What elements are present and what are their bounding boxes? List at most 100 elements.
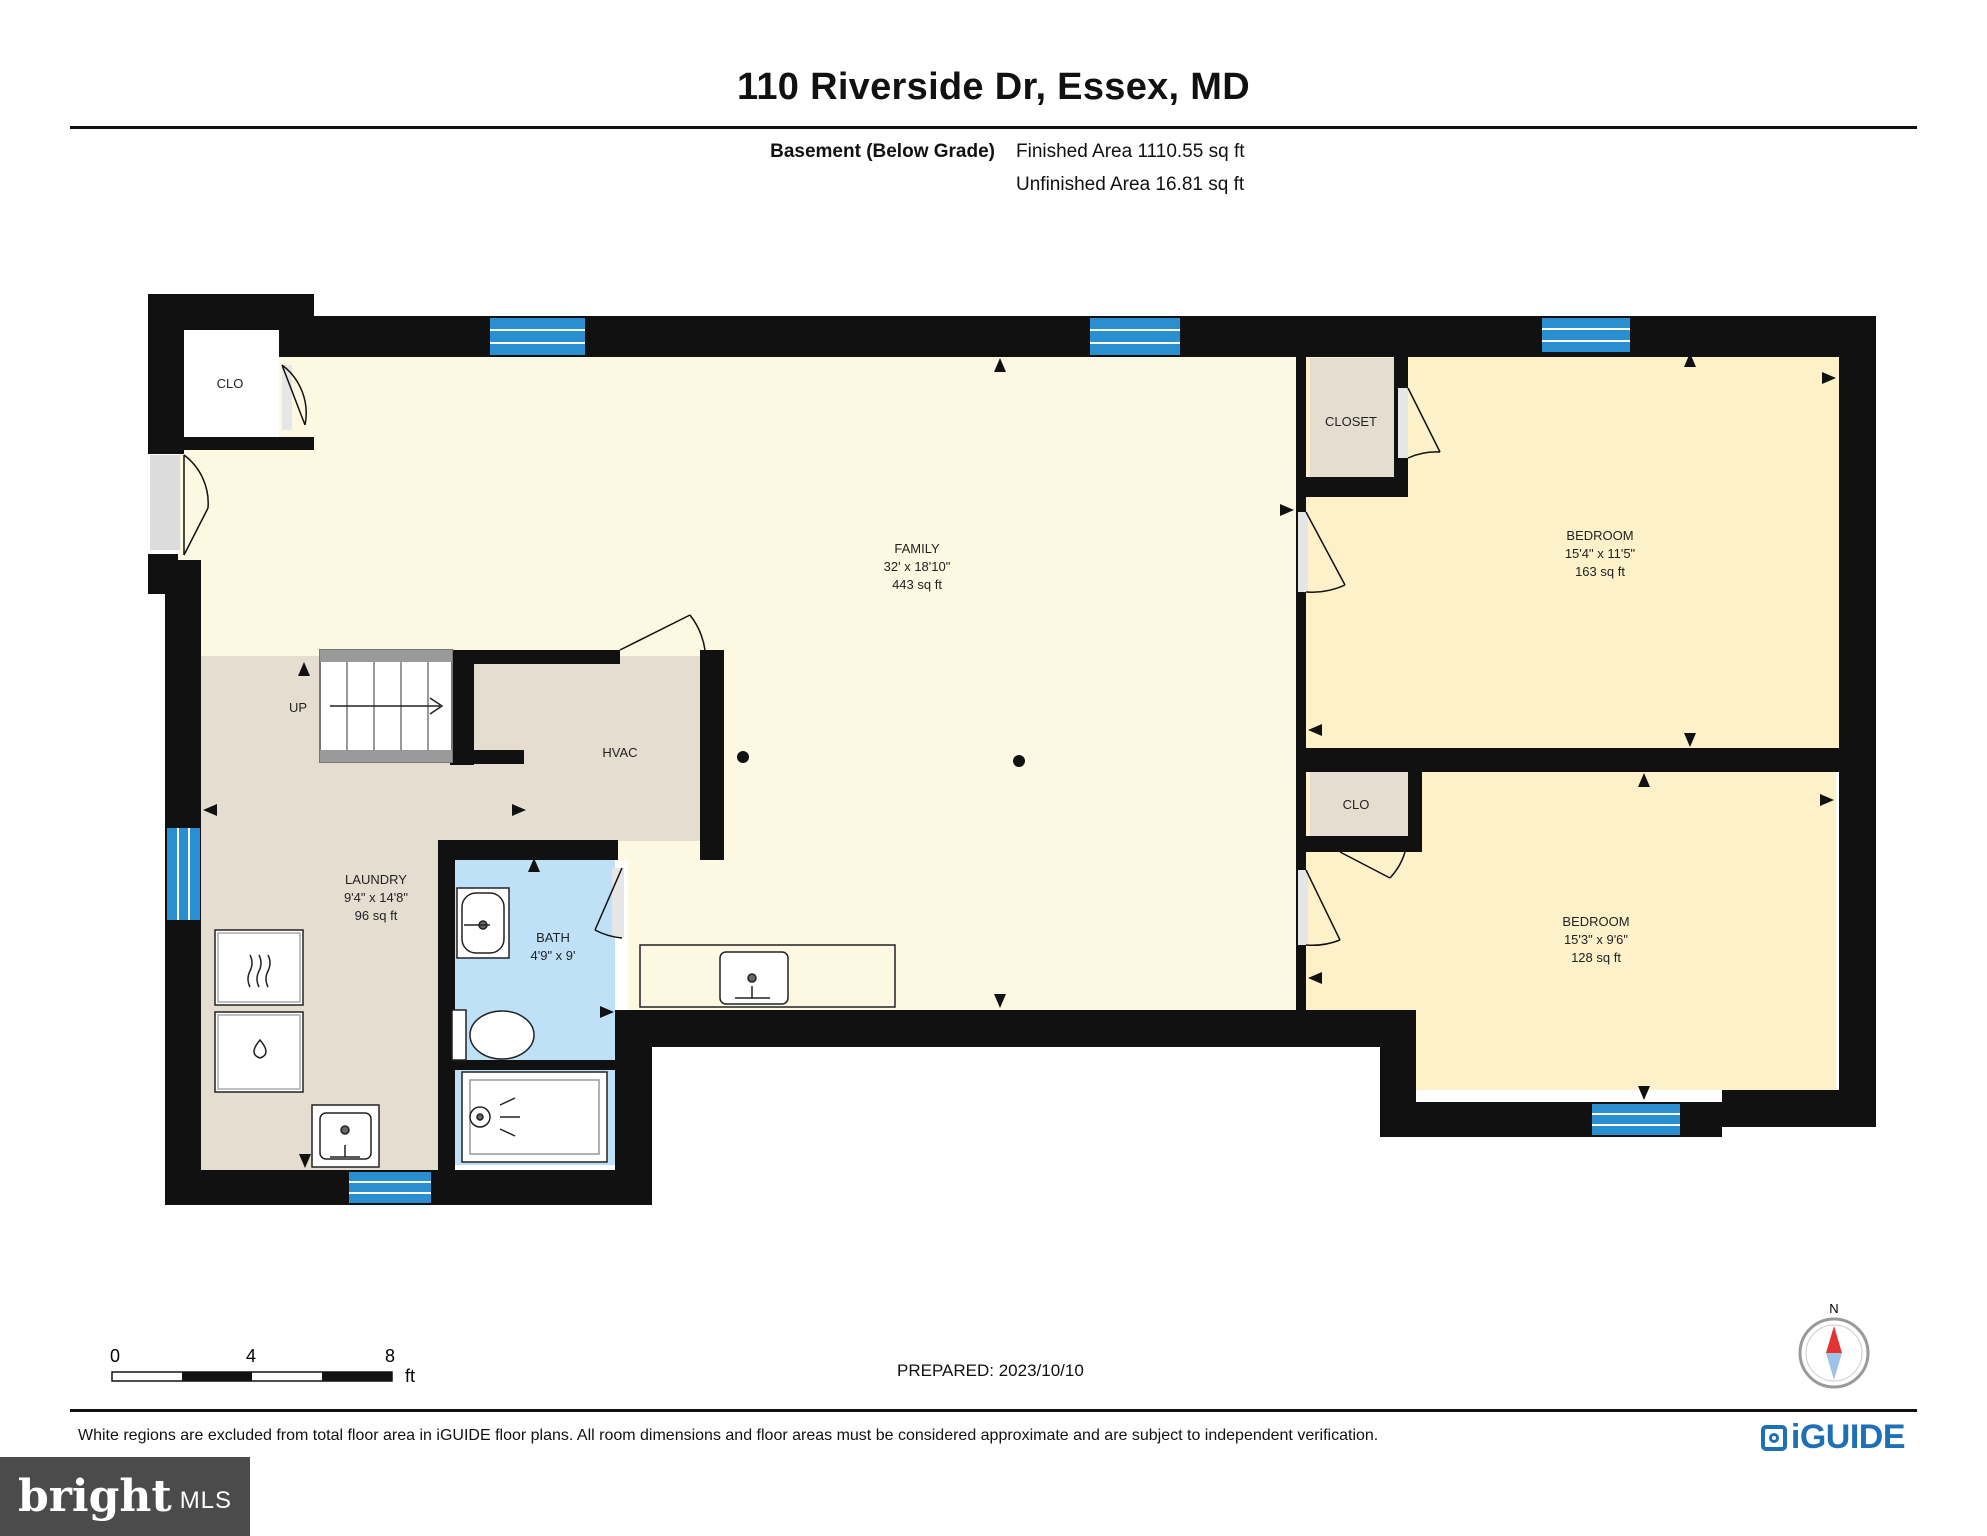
room-name-bedroom1: BEDROOM	[1566, 528, 1633, 543]
footer-disclaimer: White regions are excluded from total fl…	[78, 1427, 1379, 1444]
marker	[1638, 773, 1650, 787]
marker-dot	[737, 751, 749, 763]
closet-bed2-floor	[1310, 772, 1408, 836]
bedroom2-floor	[1306, 772, 1836, 1090]
room-name-clo-top: CLO	[217, 376, 244, 391]
marker	[1308, 724, 1322, 736]
wall	[1296, 836, 1408, 852]
washer	[214, 929, 304, 1006]
doors	[150, 364, 1441, 947]
laundry-floor-upper	[441, 656, 712, 841]
window	[349, 1172, 431, 1203]
window	[1090, 318, 1180, 355]
room-name-clo-mid: CLO	[1343, 797, 1370, 812]
wall	[700, 650, 724, 860]
compass-icon: N	[1798, 1301, 1870, 1389]
laundry-sink	[311, 1104, 380, 1168]
scale-tick-0: 0	[110, 1346, 120, 1366]
footer-rule	[70, 1409, 1917, 1412]
marker	[994, 358, 1006, 372]
marker-dot	[1013, 755, 1025, 767]
room-area-bedroom1: 163 sq ft	[1575, 564, 1625, 579]
marker	[994, 994, 1006, 1008]
unfinished-area: Unfinished Area 16.81 sq ft	[1016, 174, 1245, 195]
window	[167, 828, 200, 920]
room-dims-family: 32' x 18'10"	[884, 559, 951, 574]
scale-tick-4: 4	[246, 1346, 256, 1366]
level-label: Basement (Below Grade)	[770, 141, 995, 162]
wall	[1306, 748, 1876, 772]
marker	[512, 804, 526, 816]
room-name-hvac: HVAC	[602, 745, 637, 760]
window	[1592, 1104, 1680, 1135]
room-dims-bath: 4'9" x 9'	[531, 948, 576, 963]
wall	[455, 1060, 615, 1070]
toilet-icon	[451, 1009, 535, 1061]
room-dims-bedroom2: 15'3" x 9'6"	[1564, 932, 1628, 947]
closet-bed1-floor	[1310, 358, 1394, 486]
marker	[1638, 1086, 1650, 1100]
marker	[1280, 504, 1294, 516]
wall	[1408, 772, 1422, 852]
closet-top-floor	[184, 330, 279, 437]
prepared-date: PREPARED: 2023/10/10	[897, 1361, 1084, 1380]
wall	[1722, 1090, 1876, 1127]
door	[281, 364, 307, 430]
stairs	[319, 649, 453, 763]
door	[1298, 511, 1346, 593]
door	[594, 867, 624, 939]
wall	[148, 294, 184, 454]
wall	[1839, 316, 1876, 1127]
wall	[438, 840, 455, 1170]
mls-word: bright	[17, 1471, 172, 1522]
wall	[450, 750, 524, 764]
room-name-bedroom2: BEDROOM	[1562, 914, 1629, 929]
wall	[450, 650, 474, 765]
scale-tick-8: 8	[385, 1346, 395, 1366]
window	[1542, 318, 1630, 352]
marker	[1822, 372, 1836, 384]
wall	[450, 650, 620, 664]
scale-unit: ft	[405, 1366, 415, 1386]
room-area-laundry: 96 sq ft	[355, 908, 398, 923]
scale-bar: 0 4 8 ft	[110, 1346, 415, 1386]
door	[1398, 387, 1441, 459]
window	[490, 318, 585, 355]
mls-suffix: MLS	[179, 1486, 233, 1514]
mls-badge: bright MLS	[0, 1457, 250, 1536]
wall	[170, 437, 314, 450]
marker	[1820, 794, 1834, 806]
marker	[298, 662, 310, 676]
room-area-bedroom2: 128 sq ft	[1571, 950, 1621, 965]
counter-sink	[639, 944, 896, 1008]
brand-name: iGUIDE	[1790, 1418, 1906, 1456]
markers	[203, 353, 1836, 1168]
room-area-family: 443 sq ft	[892, 577, 942, 592]
dryer	[214, 1011, 304, 1093]
room-name-laundry: LAUNDRY	[345, 872, 407, 887]
marker	[1308, 972, 1322, 984]
room-dims-bedroom1: 15'4" x 11'5"	[1565, 546, 1636, 561]
room-dims-laundry: 9'4" x 14'8"	[344, 890, 408, 905]
room-labels: FAMILY 32' x 18'10" 443 sq ft BEDROOM 15…	[217, 376, 1636, 965]
shower	[461, 1071, 608, 1163]
wall	[615, 1010, 1385, 1047]
marker	[203, 804, 217, 816]
marker	[600, 1006, 614, 1018]
fixtures	[214, 887, 896, 1168]
marker	[1684, 733, 1696, 747]
door	[1298, 869, 1341, 947]
room-name-bath: BATH	[536, 930, 570, 945]
page-title: 110 Riverside Dr, Essex, MD	[737, 66, 1250, 108]
marker	[1684, 353, 1696, 367]
stairs-up-label: UP	[289, 700, 307, 715]
compass-label: N	[1829, 1301, 1838, 1316]
wall	[1296, 357, 1306, 1010]
wall	[1296, 477, 1408, 497]
door	[1339, 851, 1406, 879]
room-name-family: FAMILY	[894, 541, 940, 556]
door	[150, 454, 209, 556]
marker	[528, 858, 540, 872]
marker	[299, 1154, 311, 1168]
